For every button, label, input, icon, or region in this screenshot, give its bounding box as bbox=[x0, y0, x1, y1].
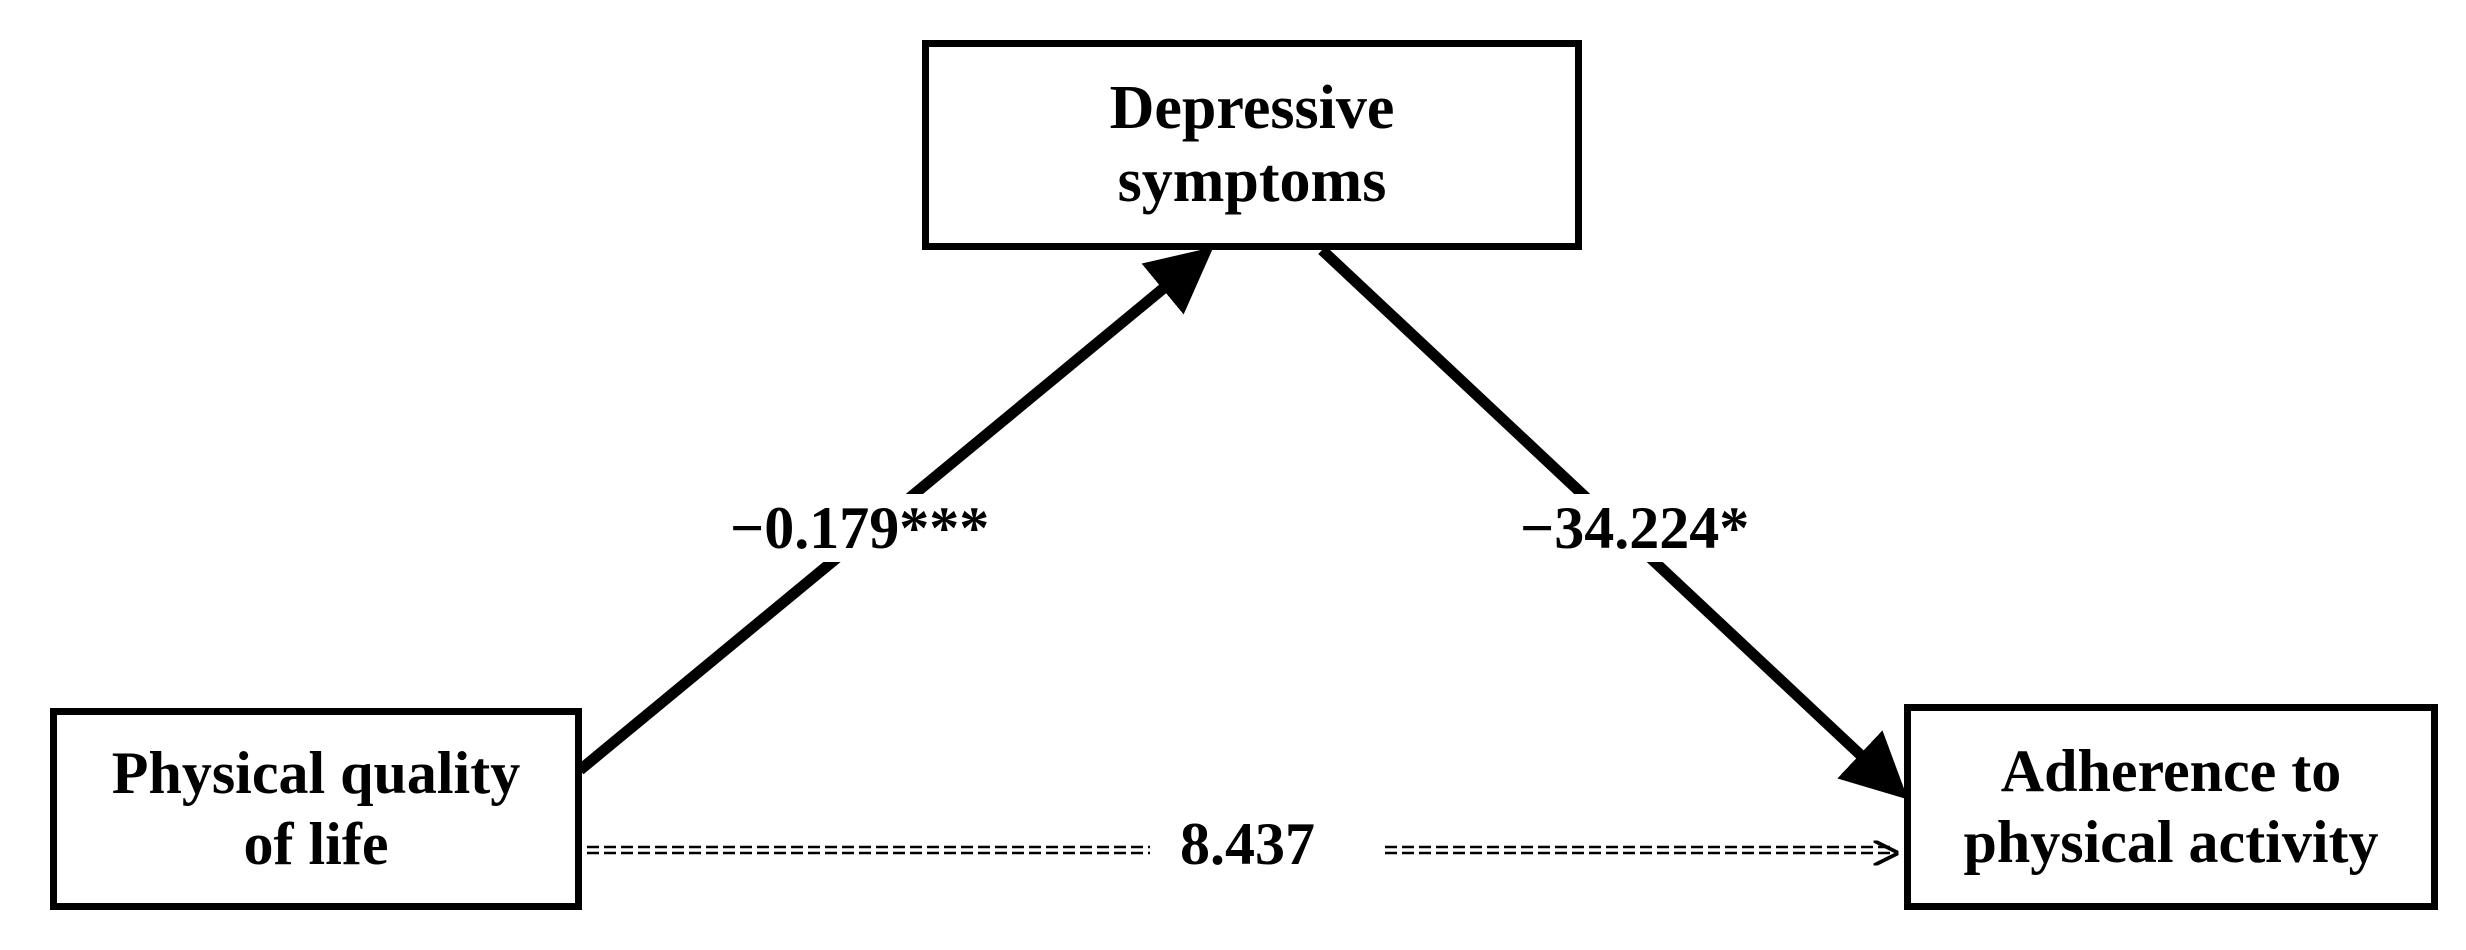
outcome-label: Adherence to physical activity bbox=[1963, 738, 2379, 875]
predictor-node: Physical quality of life bbox=[50, 708, 582, 910]
mediator-node: Depressive symptoms bbox=[922, 40, 1582, 250]
path-a-coefficient: −0.179*** bbox=[720, 494, 1000, 562]
path-b-coefficient: −34.224* bbox=[1510, 494, 1760, 562]
predictor-label: Physical quality of life bbox=[111, 740, 521, 877]
path-c-coefficient: 8.437 bbox=[1180, 811, 1315, 877]
mediator-label: Depressive symptoms bbox=[1109, 73, 1395, 215]
outcome-node: Adherence to physical activity bbox=[1904, 704, 2438, 910]
